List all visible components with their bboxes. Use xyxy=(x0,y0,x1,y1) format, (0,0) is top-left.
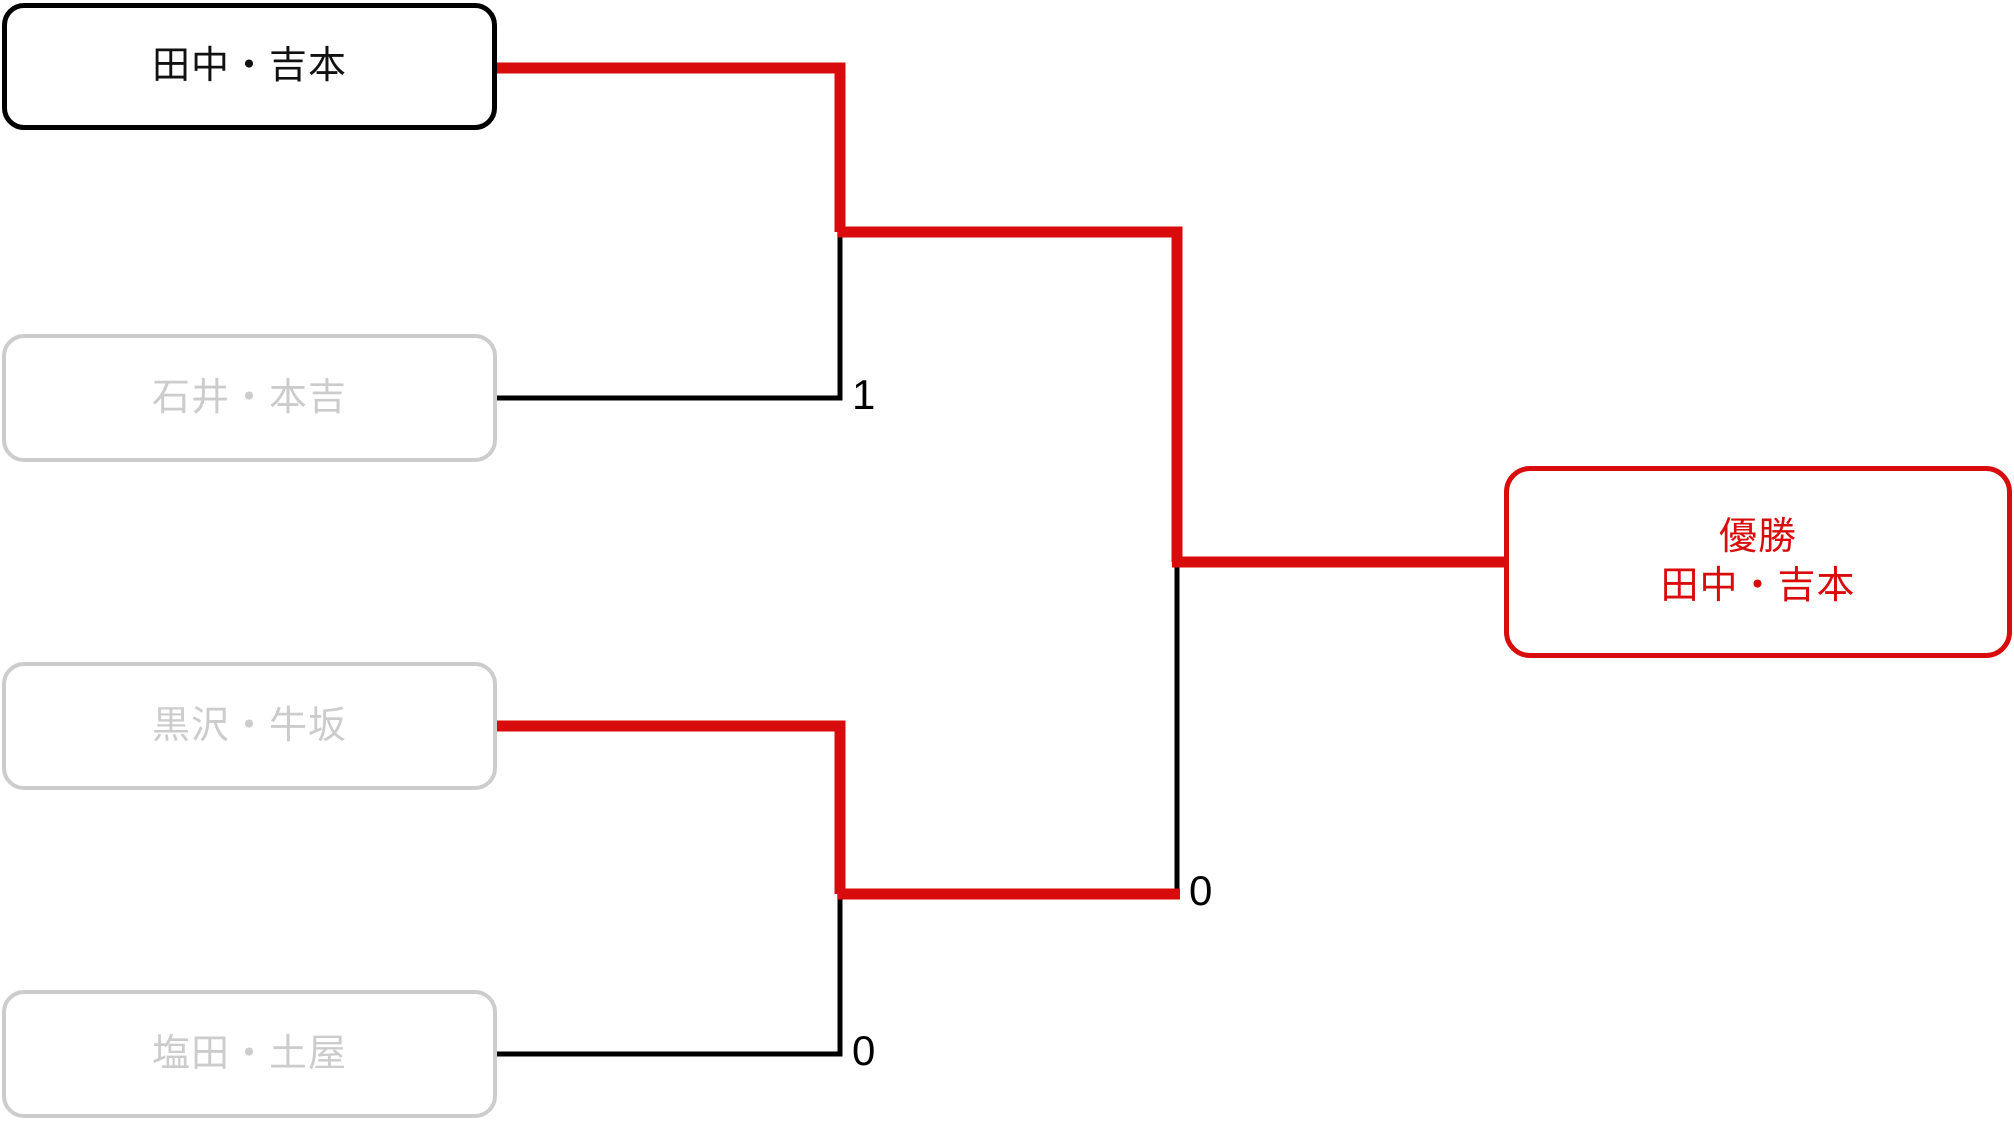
score-semifinal-top: 1 xyxy=(852,371,876,418)
score-semifinal-bottom: 0 xyxy=(852,1027,876,1074)
connector-team2-to-semifinal-top xyxy=(497,232,843,401)
connector-team4-to-semifinal-bottom xyxy=(497,894,843,1057)
team-box-1[interactable]: 田中・吉本 xyxy=(2,3,497,130)
team-name-1: 田中・吉本 xyxy=(151,45,347,88)
connector-team1-to-semifinal-top xyxy=(497,62,846,232)
connector-team3-to-semifinal-bottom xyxy=(497,720,846,894)
team-box-2[interactable]: 石井・本吉 xyxy=(2,334,497,462)
team-box-4[interactable]: 塩田・土屋 xyxy=(2,990,497,1118)
team-name-4: 塩田・土屋 xyxy=(151,1032,347,1075)
connector-semifinal-top-to-final xyxy=(838,226,1183,562)
score-final: 0 xyxy=(1189,867,1213,914)
champion-label: 優勝 田中・吉本 xyxy=(1660,515,1856,607)
champion-box[interactable]: 優勝 田中・吉本 xyxy=(1504,466,2012,658)
team-box-3[interactable]: 黒沢・牛坂 xyxy=(2,662,497,790)
team-name-2: 石井・本吉 xyxy=(151,376,347,419)
team-name-3: 黒沢・牛坂 xyxy=(151,704,347,747)
